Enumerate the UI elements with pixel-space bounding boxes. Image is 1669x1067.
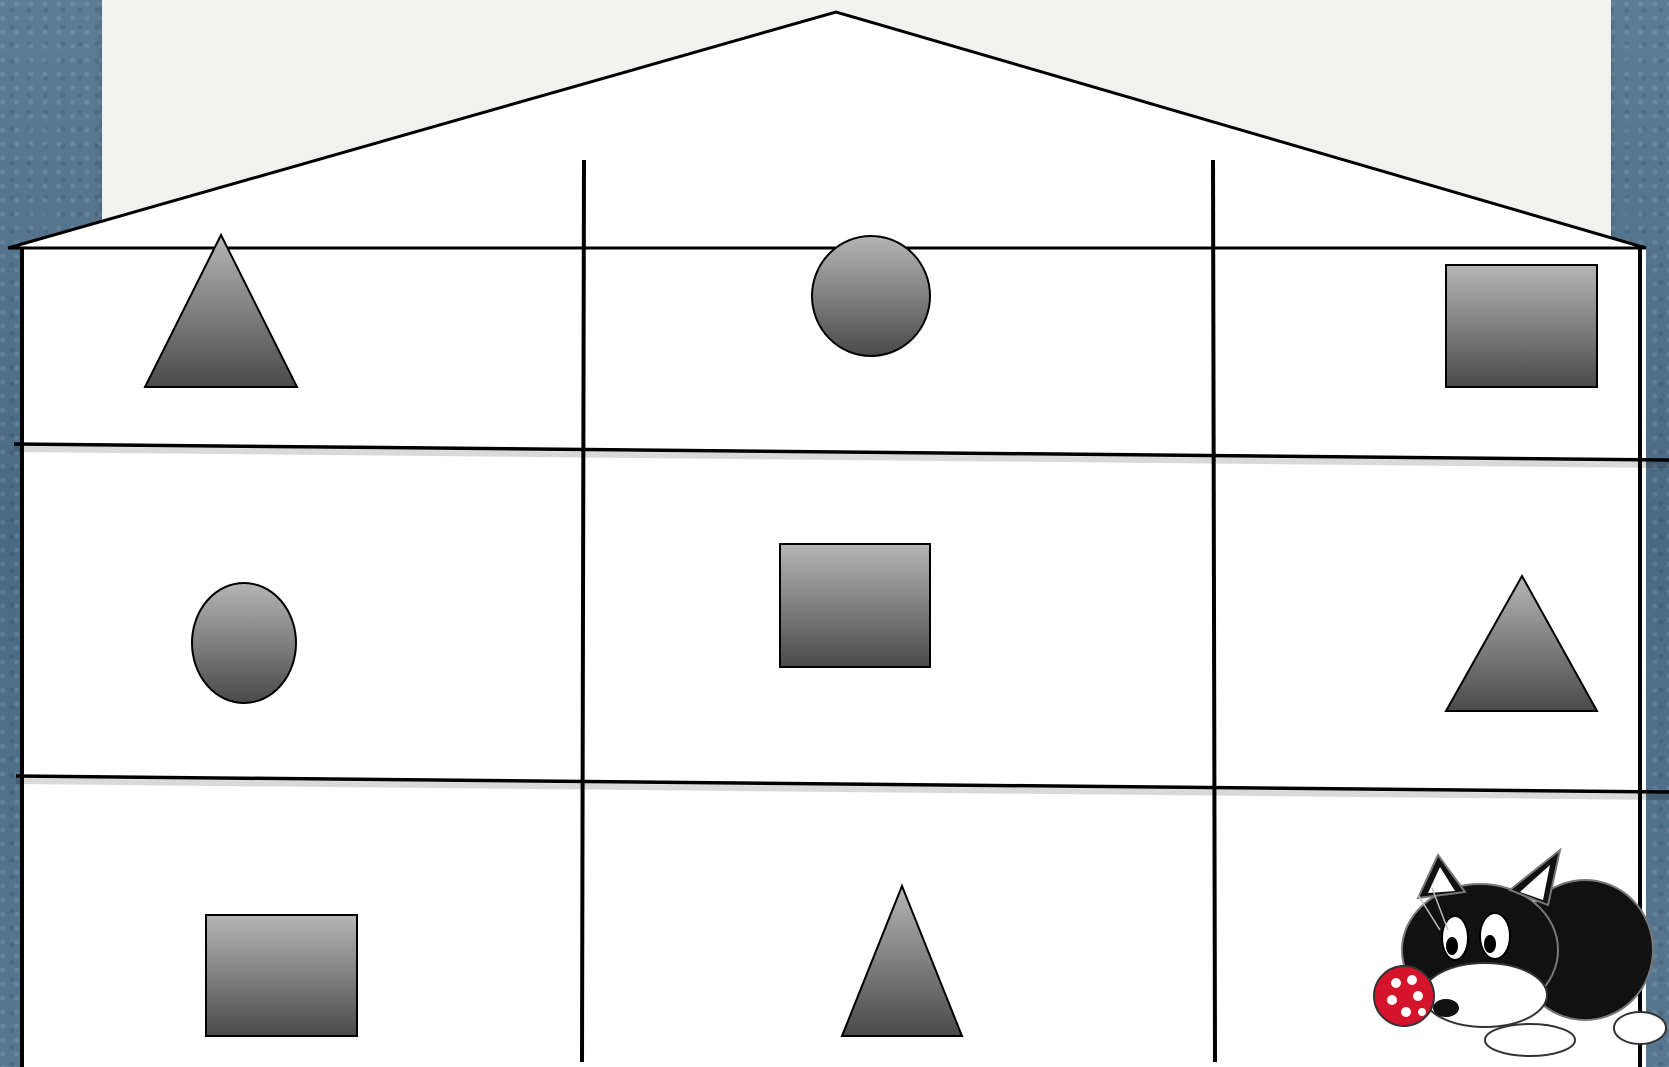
house-body <box>8 12 1646 1067</box>
square-shape <box>780 544 930 667</box>
column-divider-1 <box>582 160 584 1062</box>
square-shape <box>206 915 357 1036</box>
circle-shape <box>192 583 296 703</box>
circle-shape <box>812 236 930 356</box>
square-shape <box>1446 265 1597 387</box>
column-divider-2 <box>1213 160 1215 1062</box>
